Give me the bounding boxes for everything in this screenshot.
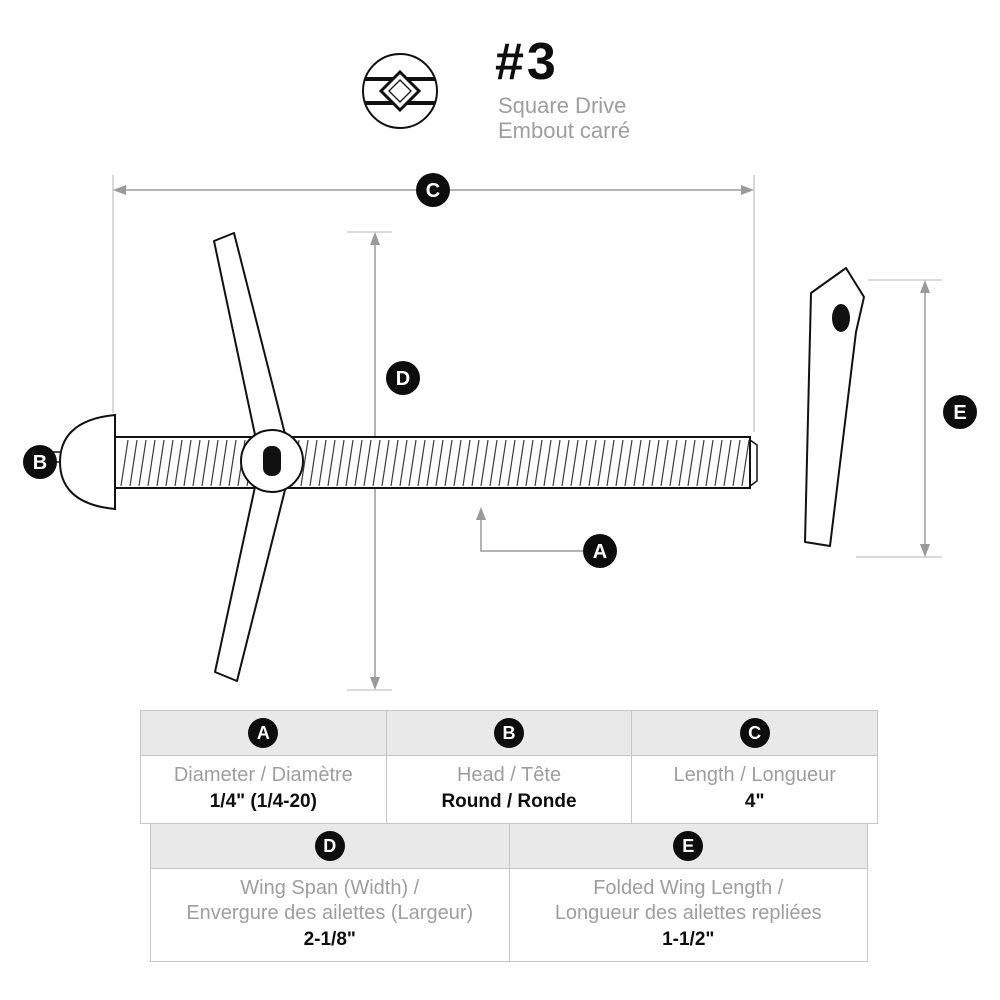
wing-span-value: 2-1/8" (303, 929, 356, 950)
diameter-value: 1/4" (1/4-20) (209, 791, 317, 812)
spec-head-a: A (141, 711, 386, 756)
table-marker-c: C (739, 718, 770, 748)
marker-a: A (583, 534, 617, 568)
svg-text:E: E (953, 402, 966, 424)
svg-text:A: A (593, 541, 607, 563)
dimension-line-c (112, 175, 755, 432)
marker-d: D (386, 361, 420, 395)
table-marker-b: B (494, 718, 524, 748)
pointer-line-a (476, 507, 583, 552)
screw-head (47, 413, 116, 511)
table-marker-e: E (673, 831, 704, 861)
svg-text:C: C (426, 180, 440, 202)
spec-head-d: D (151, 824, 509, 869)
marker-c: C (416, 173, 450, 207)
wing-span-label-fr: Envergure des ailettes (Largeur) (186, 902, 474, 924)
spec-body-c: Length / Longueur 4" (632, 756, 878, 823)
head-label: Head / Tête (456, 764, 562, 786)
table-marker-a: A (248, 718, 279, 748)
spec-col-folded-wing: E Folded Wing Length / Longueur des aile… (508, 824, 867, 961)
dimension-line-e (856, 279, 942, 558)
wing-span-label-en: Wing Span (Width) / (240, 877, 420, 899)
length-label: Length / Longueur (673, 764, 836, 786)
toggle-wing-open (213, 232, 304, 682)
spec-head-c: C (632, 711, 878, 756)
table-marker-d: D (314, 831, 345, 861)
spec-col-length: C Length / Longueur 4" (631, 711, 878, 823)
spec-col-diameter: A Diameter / Diamètre 1/4" (1/4-20) (141, 711, 386, 823)
length-value: 4" (744, 791, 765, 812)
folded-wing-label-fr: Longueur des ailettes repliées (554, 902, 822, 924)
spec-head-e: E (509, 824, 867, 869)
spec-table-secondary: D Wing Span (Width) / Envergure des aile… (150, 823, 868, 962)
toggle-wing-folded (804, 267, 865, 547)
marker-b: B (23, 445, 57, 479)
drive-label-en: Square Drive (498, 93, 627, 118)
folded-wing-label-en: Folded Wing Length / (593, 877, 784, 899)
spec-head-b: B (386, 711, 632, 756)
folded-wing-value: 1-1/2" (662, 929, 715, 950)
spec-body-a: Diameter / Diamètre 1/4" (1/4-20) (141, 756, 386, 823)
drive-size-number: #3 (495, 33, 559, 91)
svg-text:D: D (396, 368, 410, 390)
drive-label-fr: Embout carré (498, 118, 631, 143)
svg-text:B: B (33, 452, 47, 474)
spec-body-e: Folded Wing Length / Longueur des ailett… (509, 869, 867, 961)
head-value: Round / Ronde (441, 791, 577, 812)
square-drive-icon (362, 53, 438, 129)
toggle-bolt-diagram: C D E A B (23, 53, 977, 691)
diameter-label: Diameter / Diamètre (173, 764, 353, 786)
marker-e: E (943, 395, 977, 429)
spec-body-d: Wing Span (Width) / Envergure des ailett… (151, 869, 509, 961)
spec-col-wing-span: D Wing Span (Width) / Envergure des aile… (151, 824, 509, 961)
wing-pivot-hole (263, 446, 281, 476)
threaded-rod (114, 436, 758, 489)
spec-col-head: B Head / Tête Round / Ronde (385, 711, 632, 823)
folded-wing-hole (832, 304, 850, 332)
spec-body-b: Head / Tête Round / Ronde (386, 756, 632, 823)
spec-table-primary: A Diameter / Diamètre 1/4" (1/4-20) B He… (140, 710, 878, 824)
